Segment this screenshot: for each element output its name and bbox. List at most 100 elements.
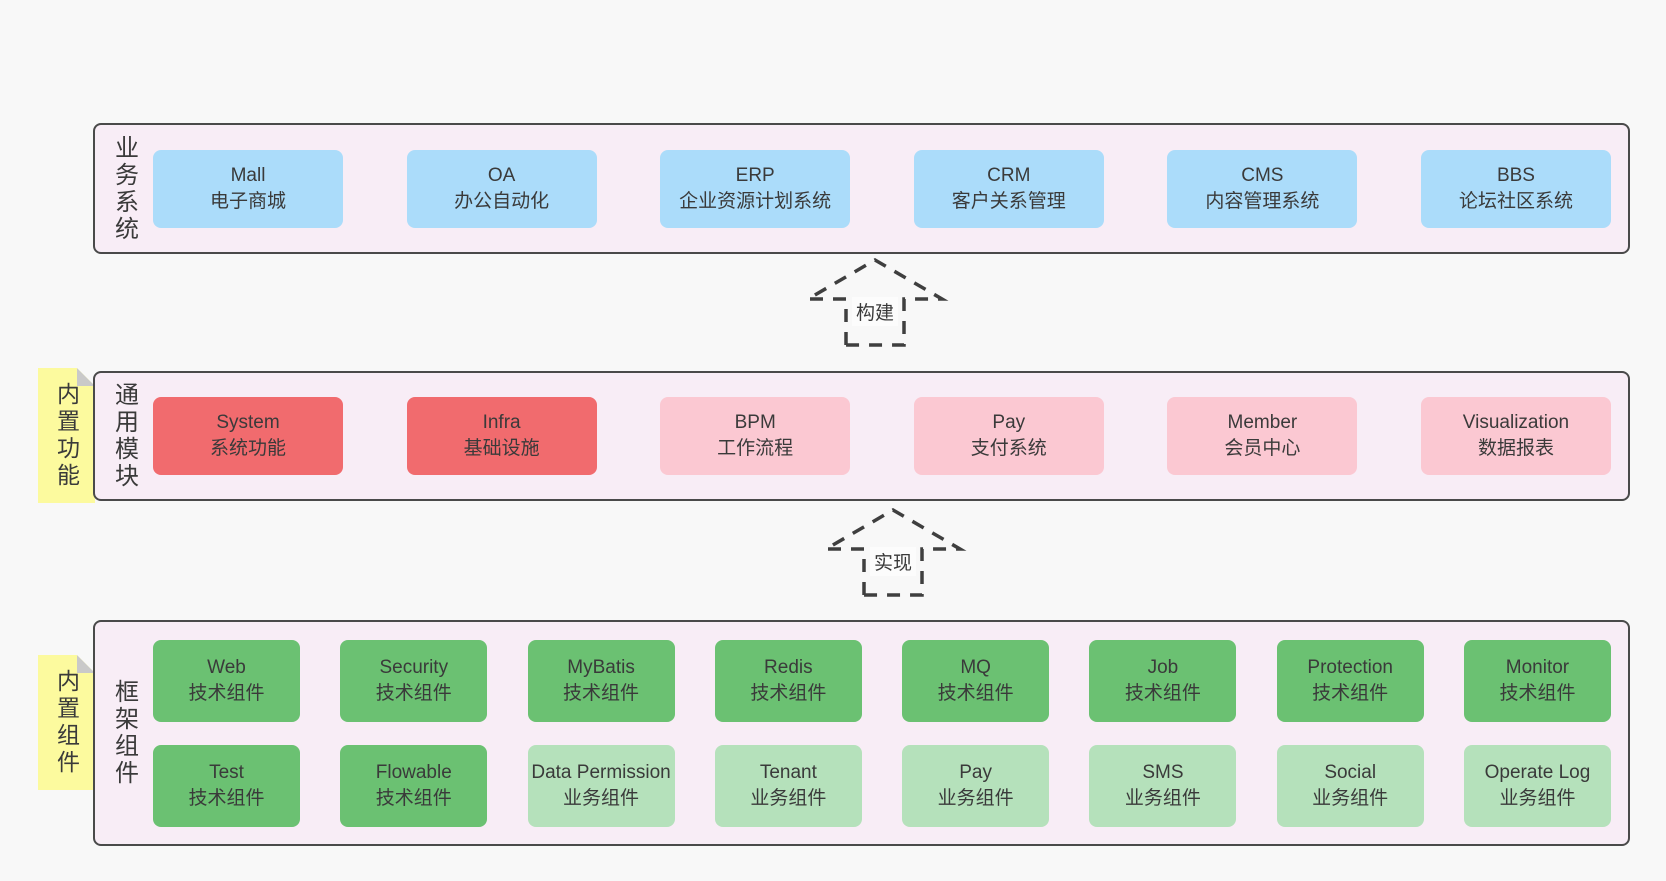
module-box-name: Web <box>207 656 246 678</box>
box-pay: Pay 业务组件 <box>902 744 1050 827</box>
box-visualization: Visualization 数据报表 <box>1420 397 1611 475</box>
sticky-note-builtin-components: 内置组件 <box>38 655 95 790</box>
sticky-note-builtin-features-label: 内置功能 <box>53 381 80 490</box>
module-box-name: Data Permission <box>531 761 671 783</box>
build-arrow: 构建 <box>800 255 950 347</box>
box-crm: CRM 客户关系管理 <box>913 149 1104 228</box>
sticky-note-builtin-features: 内置功能 <box>38 368 95 503</box>
module-box-name: Tenant <box>759 761 817 783</box>
module-box-desc: 业务组件 <box>1499 787 1576 809</box>
box-system: System 系统功能 <box>153 397 343 475</box>
box-sms: SMS 业务组件 <box>1089 744 1237 827</box>
module-box-desc: 客户关系管理 <box>951 190 1066 212</box>
module-box-desc: 技术组件 <box>1312 682 1389 704</box>
layer-modules-label: 通用模块 <box>110 382 138 490</box>
module-box-desc: 业务组件 <box>1312 787 1389 809</box>
module-box-name: Member <box>1227 412 1298 433</box>
box-tenant: Tenant 业务组件 <box>714 744 862 827</box>
module-box-desc: 技术组件 <box>188 682 265 704</box>
module-box-name: Mall <box>230 164 266 186</box>
box-mybatis: MyBatis 技术组件 <box>527 639 675 722</box>
box-web: Web 技术组件 <box>153 639 300 722</box>
box-row: Test 技术组件 Flowable 技术组件 Data Permission … <box>153 744 1611 827</box>
module-box-name: System <box>216 412 280 433</box>
layer-business-systems: 业务系统 Mall 电子商城 OA 办公自动化 ERP 企业资源计划系统 CRM… <box>93 123 1630 254</box>
module-box-desc: 技术组件 <box>1499 682 1576 704</box>
module-box-desc: 技术组件 <box>750 682 827 704</box>
module-box-name: Protection <box>1307 656 1393 678</box>
module-box-name: Social <box>1324 761 1377 783</box>
box-cms: CMS 内容管理系统 <box>1167 149 1358 228</box>
box-bpm: BPM 工作流程 <box>660 397 851 475</box>
module-box-name: Infra <box>482 412 521 433</box>
box-protection: Protection 技术组件 <box>1276 639 1424 722</box>
box-operate-log: Operate Log 业务组件 <box>1463 744 1611 827</box>
module-box-name: BPM <box>734 412 776 433</box>
module-box-name: OA <box>487 164 516 186</box>
box-security: Security 技术组件 <box>340 639 488 722</box>
box-test: Test 技术组件 <box>153 744 300 827</box>
dashed-up-arrow-icon <box>819 507 967 597</box>
module-box-desc: 业务组件 <box>1124 787 1201 809</box>
box-bbs: BBS 论坛社区系统 <box>1420 149 1611 228</box>
module-box-desc: 数据报表 <box>1477 438 1554 459</box>
module-box-name: MyBatis <box>567 656 635 678</box>
module-box-name: Operate Log <box>1484 761 1591 783</box>
module-box-name: MQ <box>960 656 991 678</box>
module-box-name: CRM <box>987 164 1031 186</box>
layer-business-label: 业务系统 <box>110 134 138 243</box>
box-data-permission: Data Permission 业务组件 <box>527 744 675 827</box>
module-box-desc: 技术组件 <box>375 787 452 809</box>
module-box-name: ERP <box>735 164 775 186</box>
box-row: Web 技术组件 Security 技术组件 MyBatis 技术组件 Redi… <box>153 639 1611 722</box>
module-box-name: Redis <box>764 656 813 678</box>
module-box-name: Visualization <box>1462 412 1570 433</box>
module-box-name: CMS <box>1241 164 1284 186</box>
module-box-name: Test <box>209 761 244 783</box>
box-flowable: Flowable 技术组件 <box>340 744 488 827</box>
module-box-desc: 技术组件 <box>937 682 1014 704</box>
module-box-desc: 电子商城 <box>209 190 286 212</box>
module-box-desc: 业务组件 <box>750 787 827 809</box>
box-infra: Infra 基础设施 <box>406 397 597 475</box>
module-box-name: Pay <box>992 412 1026 433</box>
module-box-name: Security <box>379 656 449 678</box>
box-pay: Pay 支付系统 <box>913 397 1104 475</box>
box-oa: OA 办公自动化 <box>406 149 597 228</box>
module-box-desc: 技术组件 <box>188 787 265 809</box>
box-member: Member 会员中心 <box>1167 397 1358 475</box>
module-box-desc: 内容管理系统 <box>1205 190 1320 212</box>
layer-business-rows: Mall 电子商城 OA 办公自动化 ERP 企业资源计划系统 CRM 客户关系… <box>153 125 1628 252</box>
implement-arrow-label: 实现 <box>869 547 917 576</box>
implement-arrow: 实现 <box>818 505 968 597</box>
module-box-name: Job <box>1147 656 1179 678</box>
box-row: System 系统功能 Infra 基础设施 BPM 工作流程 Pay 支付系统… <box>153 397 1611 475</box>
layer-components-rows: Web 技术组件 Security 技术组件 MyBatis 技术组件 Redi… <box>153 622 1628 844</box>
module-box-desc: 论坛社区系统 <box>1458 190 1573 212</box>
module-box-desc: 系统功能 <box>209 438 286 459</box>
box-mq: MQ 技术组件 <box>902 639 1050 722</box>
box-redis: Redis 技术组件 <box>714 639 862 722</box>
dashed-up-arrow-icon <box>801 257 949 347</box>
module-box-desc: 业务组件 <box>937 787 1014 809</box>
module-box-desc: 业务组件 <box>563 787 640 809</box>
module-box-desc: 会员中心 <box>1224 438 1301 459</box>
layer-framework-components: 框架组件 Web 技术组件 Security 技术组件 MyBatis 技术组件… <box>93 620 1630 846</box>
box-erp: ERP 企业资源计划系统 <box>660 149 851 228</box>
module-box-desc: 技术组件 <box>1124 682 1201 704</box>
module-box-name: Flowable <box>375 761 452 783</box>
box-social: Social 业务组件 <box>1276 744 1424 827</box>
box-monitor: Monitor 技术组件 <box>1463 639 1611 722</box>
module-box-name: BBS <box>1496 164 1535 186</box>
module-box-desc: 企业资源计划系统 <box>679 190 832 212</box>
layer-common-modules: 通用模块 System 系统功能 Infra 基础设施 BPM 工作流程 Pay… <box>93 371 1630 501</box>
layer-components-label: 框架组件 <box>110 679 138 787</box>
box-row: Mall 电子商城 OA 办公自动化 ERP 企业资源计划系统 CRM 客户关系… <box>153 149 1611 228</box>
box-job: Job 技术组件 <box>1089 639 1237 722</box>
module-box-desc: 技术组件 <box>375 682 452 704</box>
module-box-desc: 基础设施 <box>463 438 540 459</box>
box-mall: Mall 电子商城 <box>153 149 343 228</box>
sticky-note-builtin-components-label: 内置组件 <box>53 668 80 777</box>
build-arrow-label: 构建 <box>851 297 899 326</box>
